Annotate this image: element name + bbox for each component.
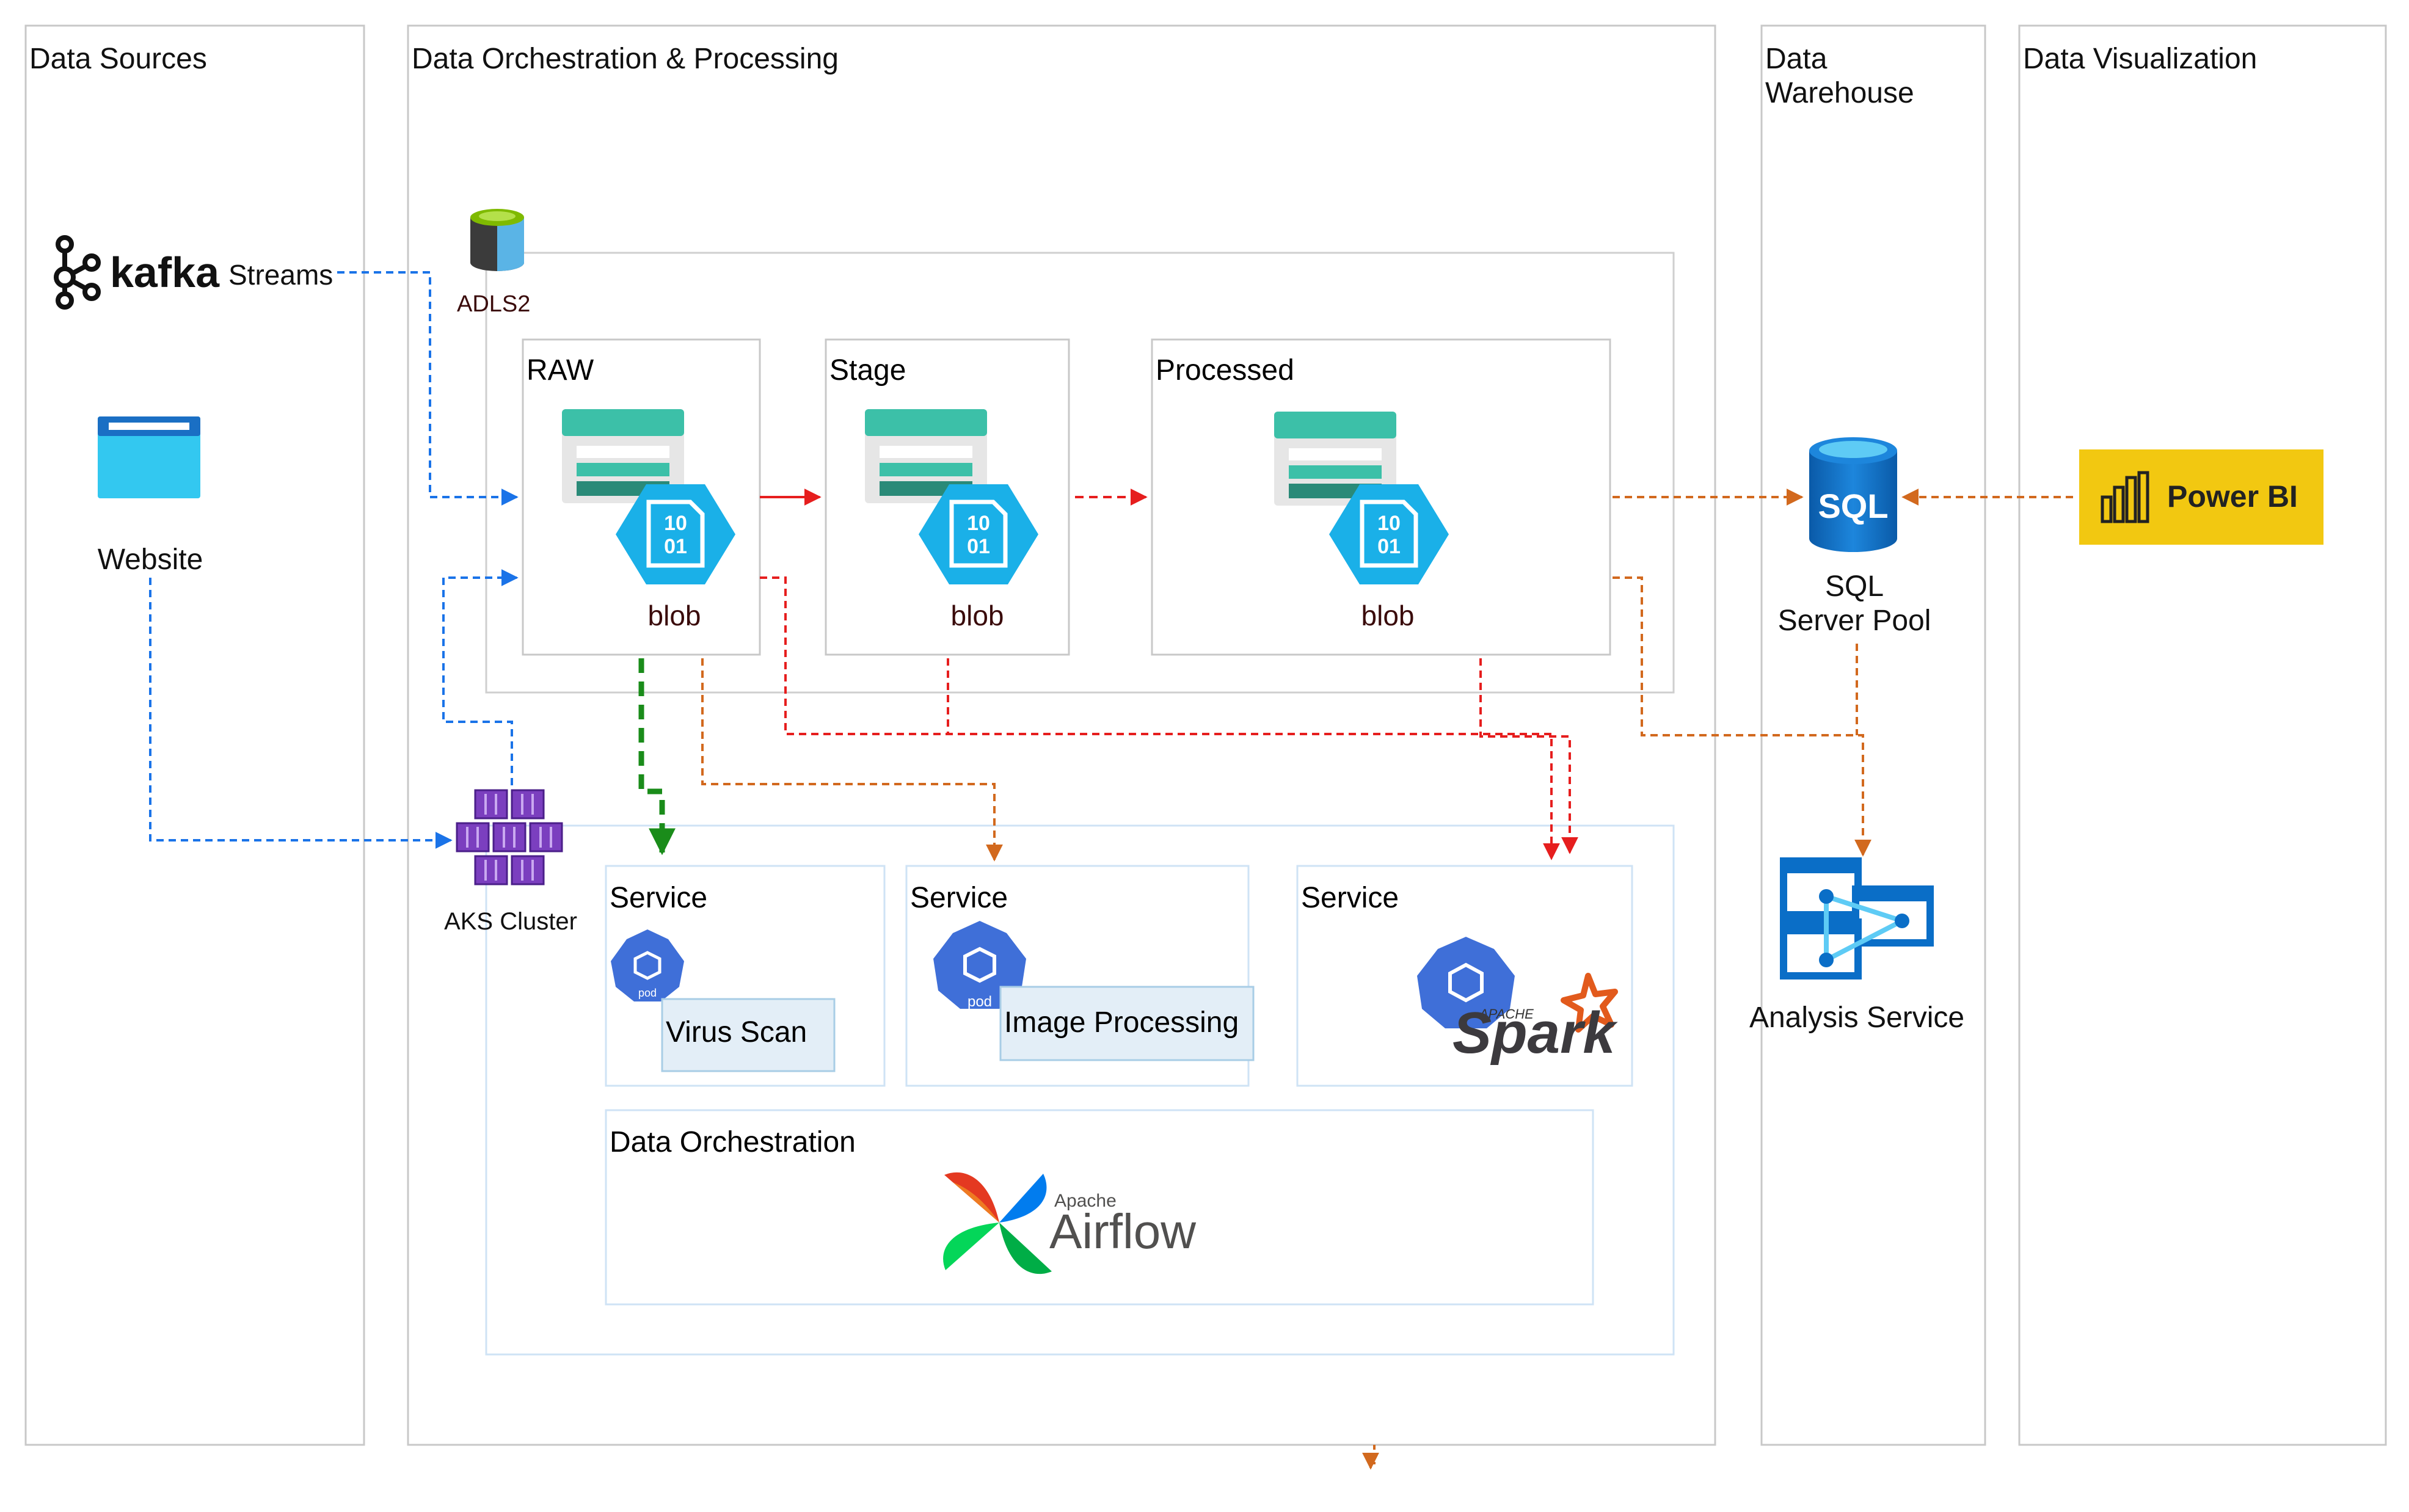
virus-scan-label: Virus Scan bbox=[666, 1016, 807, 1049]
container-title-raw: RAW bbox=[527, 354, 594, 387]
service-title-3: Service bbox=[1301, 882, 1399, 914]
analysis-service-icon bbox=[1780, 857, 1934, 980]
sql-server-pool-icon: SQL bbox=[1809, 437, 1897, 552]
svg-text:10: 10 bbox=[664, 512, 687, 535]
spark-logo-text: Spark bbox=[1452, 1000, 1618, 1066]
adls-label: ADLS2 bbox=[457, 291, 530, 317]
flow-processed-to-spark bbox=[1479, 658, 1578, 854]
flow-raw-to-image-processing bbox=[701, 658, 1003, 862]
flow-kafka-to-raw bbox=[337, 271, 519, 506]
sql-pool-label-1: SQL bbox=[1825, 570, 1884, 603]
airflow-logo-small: Apache bbox=[1054, 1191, 1117, 1211]
svg-text:10: 10 bbox=[967, 512, 990, 535]
column-title-warehouse-2: Warehouse bbox=[1765, 77, 1914, 109]
service-title-1: Service bbox=[610, 882, 707, 914]
service-spark: Service APACHE Spark bbox=[1296, 865, 1633, 1087]
connectors bbox=[149, 271, 2073, 1470]
svg-text:SQL: SQL bbox=[1818, 487, 1888, 525]
blob-label-raw: blob bbox=[648, 600, 701, 631]
flow-aks-to-raw bbox=[442, 569, 519, 785]
storage-table-icon-raw bbox=[562, 409, 684, 503]
adls-icon bbox=[470, 209, 524, 271]
column-data-sources bbox=[24, 24, 365, 1446]
kafka-logo-text: kafka bbox=[110, 249, 220, 296]
column-title-visualization: Data Visualization bbox=[2023, 43, 2257, 75]
airflow-pinwheel-icon bbox=[943, 1172, 1052, 1274]
adls-storage-area bbox=[485, 252, 1675, 694]
flow-raw-to-virus-scan bbox=[638, 658, 676, 856]
spark-logo: APACHE Spark bbox=[1452, 973, 1618, 1066]
blob-icon-stage: 10 01 bbox=[919, 484, 1038, 584]
website-label: Website bbox=[98, 543, 203, 576]
service-image-processing: Service pod Image Processing bbox=[905, 865, 1255, 1087]
container-title-processed: Processed bbox=[1156, 354, 1294, 387]
svg-text:pod: pod bbox=[638, 987, 657, 999]
blob-icon-raw: 10 01 bbox=[616, 484, 735, 584]
data-orchestration-title: Data Orchestration bbox=[610, 1126, 856, 1158]
aks-cluster-icon bbox=[456, 789, 563, 885]
svg-text:10: 10 bbox=[1377, 512, 1401, 535]
svg-text:01: 01 bbox=[664, 535, 687, 558]
flow-website-to-aks bbox=[149, 578, 453, 849]
website-icon bbox=[98, 416, 200, 498]
airflow-logo-text: Airflow bbox=[1049, 1204, 1196, 1259]
aks-cluster-area bbox=[485, 824, 1675, 1356]
kafka-icon bbox=[54, 235, 101, 310]
service-title-2: Service bbox=[910, 882, 1008, 914]
flow-processed-to-analysis bbox=[1613, 576, 1871, 857]
column-title-sources: Data Sources bbox=[29, 43, 207, 75]
service-virus-scan: Service pod Virus Scan bbox=[605, 865, 886, 1087]
flow-bottom-stub bbox=[1362, 1445, 1379, 1470]
column-title-warehouse-1: Data bbox=[1765, 43, 1828, 75]
aks-cluster-label: AKS Cluster bbox=[444, 908, 577, 935]
analysis-service-label: Analysis Service bbox=[1749, 1001, 1964, 1034]
svg-text:01: 01 bbox=[1377, 535, 1401, 558]
data-orchestration-box: Data Orchestration Apache Airflow bbox=[605, 1109, 1594, 1306]
power-bi-label: Power BI bbox=[2167, 479, 2298, 514]
kafka-streams-label: Streams bbox=[228, 259, 333, 291]
pod-icon: pod bbox=[611, 929, 684, 1001]
blob-label-processed: blob bbox=[1361, 600, 1415, 631]
image-processing-label: Image Processing bbox=[1004, 1006, 1239, 1039]
storage-table-icon-stage bbox=[865, 409, 987, 503]
column-title-orchestration: Data Orchestration & Processing bbox=[412, 43, 839, 75]
blob-icon-processed: 10 01 bbox=[1329, 484, 1449, 584]
storage-table-icon-processed bbox=[1274, 412, 1396, 506]
sql-pool-label-2: Server Pool bbox=[1778, 605, 1931, 637]
column-data-visualization bbox=[2018, 24, 2387, 1446]
blob-label-stage: blob bbox=[951, 600, 1004, 631]
container-title-stage: Stage bbox=[829, 354, 906, 387]
svg-text:pod: pod bbox=[968, 994, 992, 1010]
svg-text:01: 01 bbox=[967, 535, 990, 558]
spark-logo-small: APACHE bbox=[1478, 1006, 1534, 1022]
column-data-warehouse bbox=[1760, 24, 1986, 1446]
power-bi-tile[interactable]: Power BI bbox=[2079, 449, 2323, 545]
pod-icon bbox=[1417, 937, 1515, 1028]
flow-raw-to-spark bbox=[760, 576, 1560, 860]
power-bi-icon bbox=[2101, 471, 2149, 523]
